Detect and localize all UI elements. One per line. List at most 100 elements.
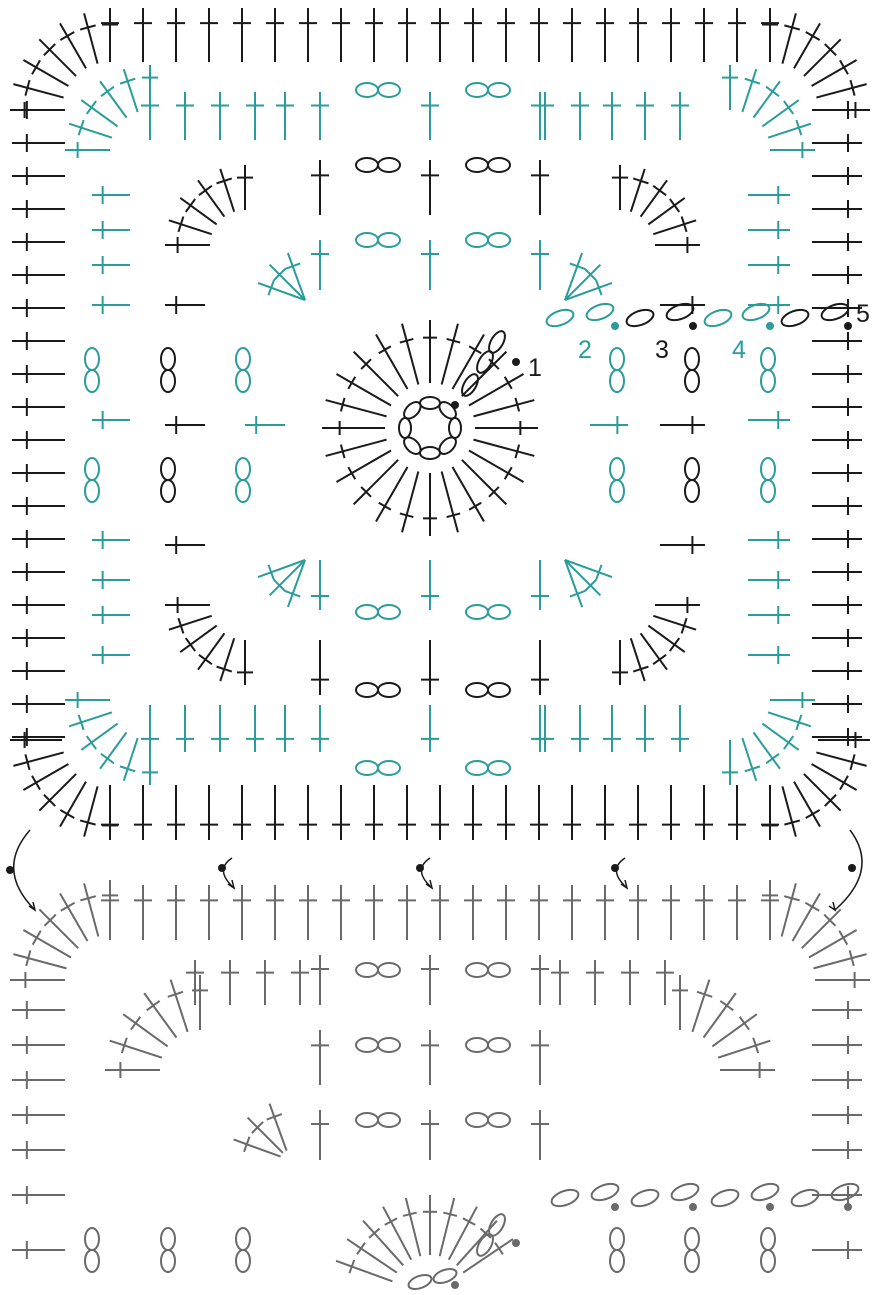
stitch-line	[768, 712, 811, 726]
chain-stitch	[761, 1250, 775, 1272]
chain-stitch	[544, 307, 575, 330]
chain-stitch	[236, 480, 250, 502]
arrow-head	[228, 880, 234, 888]
stitch-line	[565, 560, 582, 607]
chain-stitch	[685, 1250, 699, 1272]
stitch-line	[258, 283, 305, 300]
stitch-line	[357, 1243, 365, 1255]
stitch-line	[13, 954, 66, 968]
chain-stitch	[459, 372, 481, 399]
slip-stitch-dot	[512, 1239, 520, 1247]
chain-stitch	[488, 963, 510, 977]
chain-stitch	[356, 158, 378, 172]
stitch-line	[784, 736, 793, 749]
stitch-line	[505, 467, 512, 479]
chain-stitch	[378, 963, 400, 977]
chain-stitch	[236, 1250, 250, 1272]
stitch-line	[495, 1243, 503, 1255]
chain-stitch	[685, 370, 699, 392]
chain-stitch	[378, 1038, 400, 1052]
chain-stitch	[420, 447, 440, 459]
chain-stitch	[378, 233, 400, 247]
chain-stitch	[610, 1250, 624, 1272]
chain-stitch	[85, 348, 99, 370]
chain-stitch	[486, 329, 508, 356]
stitch-line	[653, 220, 696, 234]
stitch-line	[69, 124, 112, 138]
stitch-line	[766, 754, 779, 763]
stitch-line	[124, 738, 138, 781]
chain-stitch	[488, 1038, 510, 1052]
stitch-line	[402, 471, 418, 532]
chain-stitch	[488, 158, 510, 172]
stitch-line	[101, 754, 114, 763]
stitch-line	[442, 471, 458, 532]
join-arrows	[6, 830, 862, 910]
second-motif-stitches	[10, 880, 870, 1292]
stitch-line	[124, 69, 138, 112]
chain-stitch	[420, 397, 440, 409]
stitch-line	[794, 23, 820, 68]
stitch-line	[326, 400, 387, 416]
chain-stitch	[161, 1250, 175, 1272]
chain-stitch	[378, 83, 400, 97]
round-label-2: 2	[578, 336, 592, 364]
stitch-line	[565, 560, 600, 595]
chain-stitch	[356, 605, 378, 619]
chain-stitch	[356, 683, 378, 697]
stitch-line	[565, 560, 612, 577]
chain-stitch	[488, 605, 510, 619]
chain-stitch	[236, 370, 250, 392]
chain-stitch	[161, 348, 175, 370]
chain-stitch	[488, 761, 510, 775]
stitch-line	[813, 954, 866, 968]
chain-stitch	[702, 307, 733, 330]
stitch-line	[670, 199, 679, 212]
stitch-line	[805, 903, 819, 911]
chain-stitch	[466, 761, 488, 775]
chain-stitch	[236, 458, 250, 480]
stitch-line	[84, 13, 97, 63]
stitch-line	[463, 1239, 513, 1273]
center-ring-round-1	[322, 320, 538, 536]
arrow-head	[426, 880, 432, 888]
stitch-line	[171, 980, 188, 1032]
chain-stitch	[779, 307, 810, 330]
chain-stitch	[161, 370, 175, 392]
stitch-line	[442, 324, 458, 385]
stitch-line	[258, 560, 305, 577]
chain-stitch	[161, 480, 175, 502]
stitch-line	[402, 324, 418, 385]
stitch-line	[806, 32, 820, 40]
stitch-line	[234, 1139, 281, 1156]
chain-stitch	[356, 233, 378, 247]
slip-stitch-dot	[451, 1281, 459, 1289]
stitch-line	[60, 810, 74, 818]
chain-stitch	[610, 370, 624, 392]
chain-stitch	[761, 1228, 775, 1250]
chain-stitch	[85, 480, 99, 502]
stitch-line	[248, 1118, 283, 1153]
chain-stitch	[589, 1181, 620, 1204]
slip-stitch-dot	[416, 864, 424, 872]
round-label-5: 5	[856, 300, 870, 328]
join-arrow	[14, 830, 35, 910]
slip-stitch-dot	[689, 1203, 697, 1211]
chain-stitch	[161, 1228, 175, 1250]
stitch-line	[199, 186, 212, 195]
chain-stitch	[669, 1181, 700, 1204]
chain-stitch	[685, 348, 699, 370]
stitch-line	[363, 1221, 403, 1266]
slip-stitch-dot	[766, 1203, 774, 1211]
chain-stitch	[407, 1272, 434, 1291]
chain-stitch	[466, 1038, 488, 1052]
stitch-line	[839, 931, 847, 945]
chain-stitch	[629, 1187, 660, 1210]
chain-stitch	[486, 1212, 508, 1239]
stitch-line	[84, 883, 98, 936]
stitch-line	[87, 101, 96, 114]
stitch-line	[742, 69, 756, 112]
slip-stitch-dot	[689, 322, 697, 330]
chain-stitch	[85, 1228, 99, 1250]
stitch-line	[766, 87, 779, 96]
